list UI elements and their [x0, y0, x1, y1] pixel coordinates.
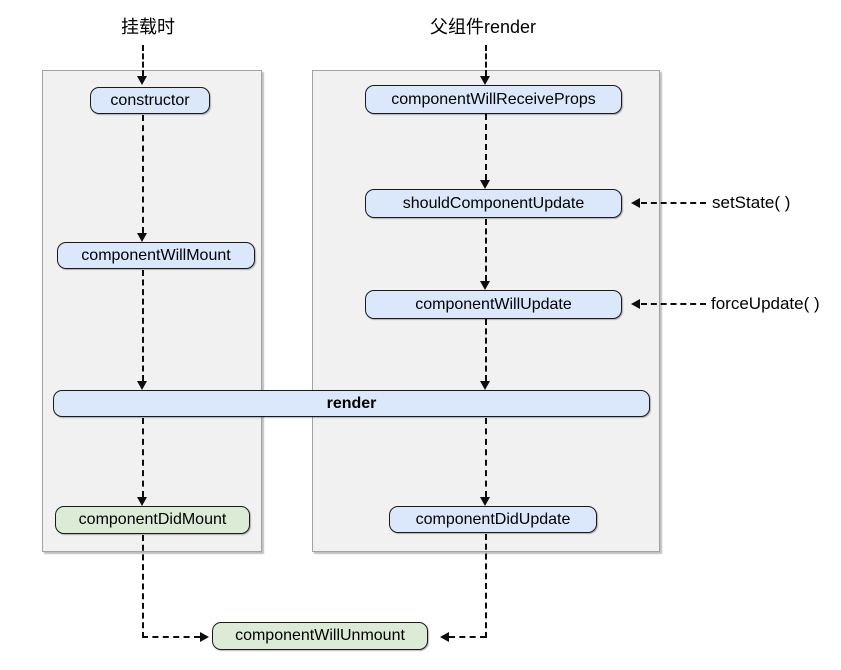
parent-render-label: 父组件render	[429, 17, 537, 37]
arrow-didupdate-to-unmount-head	[440, 632, 449, 642]
arrow-mount-to-constructor-line	[142, 45, 144, 76]
node-component-will-mount: componentWillMount	[57, 242, 255, 269]
node-render: render	[53, 390, 650, 417]
arrow-parentrender-to-receiveprops-head	[480, 76, 490, 85]
arrow-didmount-to-unmount-vline	[142, 535, 144, 638]
arrow-willmount-to-render-line	[142, 270, 144, 381]
forceupdate-arrow-head	[631, 299, 640, 309]
setstate-arrow-line	[641, 202, 706, 204]
node-component-did-mount: componentDidMount	[55, 506, 250, 534]
setstate-arrow-head	[631, 198, 640, 208]
arrow-willupdate-to-render-line	[485, 319, 487, 381]
arrow-didupdate-to-unmount-vline	[485, 534, 487, 638]
node-component-will-update: componentWillUpdate	[365, 290, 622, 319]
arrow-render-to-didmount-line	[142, 418, 144, 497]
node-component-will-unmount: componentWillUnmount	[212, 622, 428, 650]
arrow-render-to-didupdate-line	[485, 418, 487, 497]
forceupdate-arrow-line	[641, 303, 706, 305]
arrow-willupdate-to-render-head	[480, 381, 490, 390]
arrow-shouldupdate-to-willupdate-line	[485, 219, 487, 281]
arrow-shouldupdate-to-willupdate-head	[480, 281, 490, 290]
arrow-didupdate-to-unmount-hline	[449, 636, 486, 638]
arrow-render-to-didupdate-head	[480, 497, 490, 506]
node-should-component-update: shouldComponentUpdate	[365, 189, 622, 218]
mount-phase-panel	[42, 70, 262, 552]
arrow-didmount-to-unmount-head	[200, 632, 209, 642]
arrow-constructor-to-willmount-line	[142, 115, 144, 233]
arrow-render-to-didmount-head	[137, 497, 147, 506]
arrow-receiveprops-to-shouldupdate-line	[485, 114, 487, 180]
node-component-did-update: componentDidUpdate	[389, 506, 597, 533]
arrow-willmount-to-render-head	[137, 381, 147, 390]
setstate-label: setState( )	[712, 193, 791, 212]
mount-phase-label: 挂载时	[121, 17, 175, 37]
arrow-receiveprops-to-shouldupdate-head	[480, 180, 490, 189]
node-component-will-receive-props: componentWillReceiveProps	[365, 85, 622, 114]
node-constructor: constructor	[90, 87, 210, 114]
arrow-parentrender-to-receiveprops-line	[485, 45, 487, 76]
arrow-didmount-to-unmount-hline	[142, 636, 200, 638]
forceupdate-label: forceUpdate( )	[711, 294, 820, 313]
arrow-constructor-to-willmount-head	[137, 233, 147, 242]
arrow-mount-to-constructor-head	[137, 76, 147, 85]
